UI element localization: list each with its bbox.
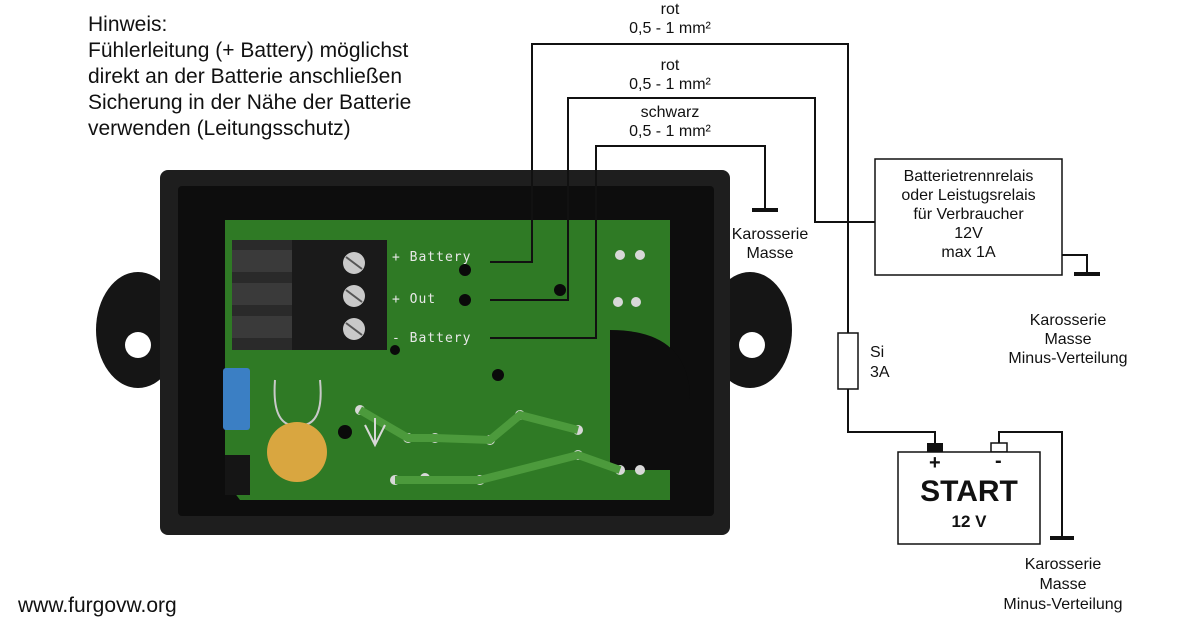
battery <box>897 442 1041 545</box>
fuse-label-line: 3A <box>870 364 890 381</box>
wire-label-3: schwarz 0,5 - 1 mm² <box>610 103 730 141</box>
ground-label-2: Karosserie Masse Minus-Verteilung <box>978 311 1158 368</box>
ground-label-line: Karosserie <box>731 226 809 243</box>
pcb-label-plus-out: + Out <box>392 292 437 307</box>
relay-ground-wire <box>1062 254 1088 274</box>
wire-size: 0,5 - 1 mm² <box>629 123 711 140</box>
relay-line: für Verbraucher <box>913 206 1024 223</box>
blue-capacitor <box>223 368 250 430</box>
wire-label-1: rot 0,5 - 1 mm² <box>610 0 730 38</box>
relay-line: Batterietrennrelais <box>903 168 1034 185</box>
ground-label-line: Masse <box>1044 331 1092 348</box>
yellow-capacitor <box>267 422 327 482</box>
pcb-cutout <box>610 330 690 470</box>
pcb-label-minus-battery: - Battery <box>392 331 472 346</box>
relay-box <box>874 158 1063 276</box>
watermark: www.furgovw.org <box>18 594 177 617</box>
wire-label-2: rot 0,5 - 1 mm² <box>610 56 730 94</box>
wire-size: 0,5 - 1 mm² <box>629 20 711 37</box>
mounting-hole-left <box>125 332 151 358</box>
terminal-block <box>232 240 387 350</box>
fuse-label: Si 3A <box>870 343 890 383</box>
wire-size: 0,5 - 1 mm² <box>629 76 711 93</box>
wire-color: rot <box>660 57 680 74</box>
ground-label-3: Karosserie Masse Minus-Verteilung <box>973 555 1153 615</box>
note-line: Sicherung in der Nähe der Batterie <box>88 91 412 114</box>
relay-line: oder Leistugsrelais <box>901 187 1036 204</box>
wires <box>490 43 1100 540</box>
relay-line: 12V <box>954 225 983 242</box>
wire-minus-battery <box>490 145 766 339</box>
ground-label-line: Minus-Verteilung <box>1008 350 1128 367</box>
fuse <box>837 332 859 390</box>
relay-line: max 1A <box>941 244 996 261</box>
pcb-label-plus-battery: + Battery <box>392 250 472 265</box>
note-block: Hinweis: Fühlerleitung (+ Battery) mögli… <box>88 12 411 142</box>
ground-label-line: Minus-Verteilung <box>1003 596 1123 613</box>
ground-label-line: Karosserie <box>1024 556 1102 573</box>
wire-plus-out <box>490 97 875 301</box>
battery-plus: + <box>929 452 941 474</box>
wire-plus-battery <box>490 43 936 443</box>
battery-label: START <box>920 475 1018 508</box>
wire-color: schwarz <box>640 104 700 121</box>
relay-box-text: Batterietrennrelais oder Leistugsrelais … <box>875 167 1062 262</box>
note-line: Fühlerleitung (+ Battery) möglichst <box>88 39 409 62</box>
ground-label-line: Masse <box>746 245 794 262</box>
note-heading: Hinweis: <box>88 13 168 36</box>
mounting-hole-right <box>739 332 765 358</box>
battery-minus-wire <box>998 431 1063 538</box>
fuse-label-line: Si <box>870 344 885 361</box>
ground-label-1: Karosserie Masse <box>712 225 828 263</box>
note-line: direkt an der Batterie anschließen <box>88 65 403 88</box>
note-line: verwenden (Leitungsschutz) <box>88 117 351 140</box>
battery-voltage: 12 V <box>951 512 987 531</box>
ground-label-line: Masse <box>1039 576 1087 593</box>
ground-symbol-pcb <box>364 418 386 448</box>
wire-color: rot <box>660 1 680 18</box>
ground-label-line: Karosserie <box>1029 312 1107 329</box>
battery-minus: - <box>995 450 1002 472</box>
